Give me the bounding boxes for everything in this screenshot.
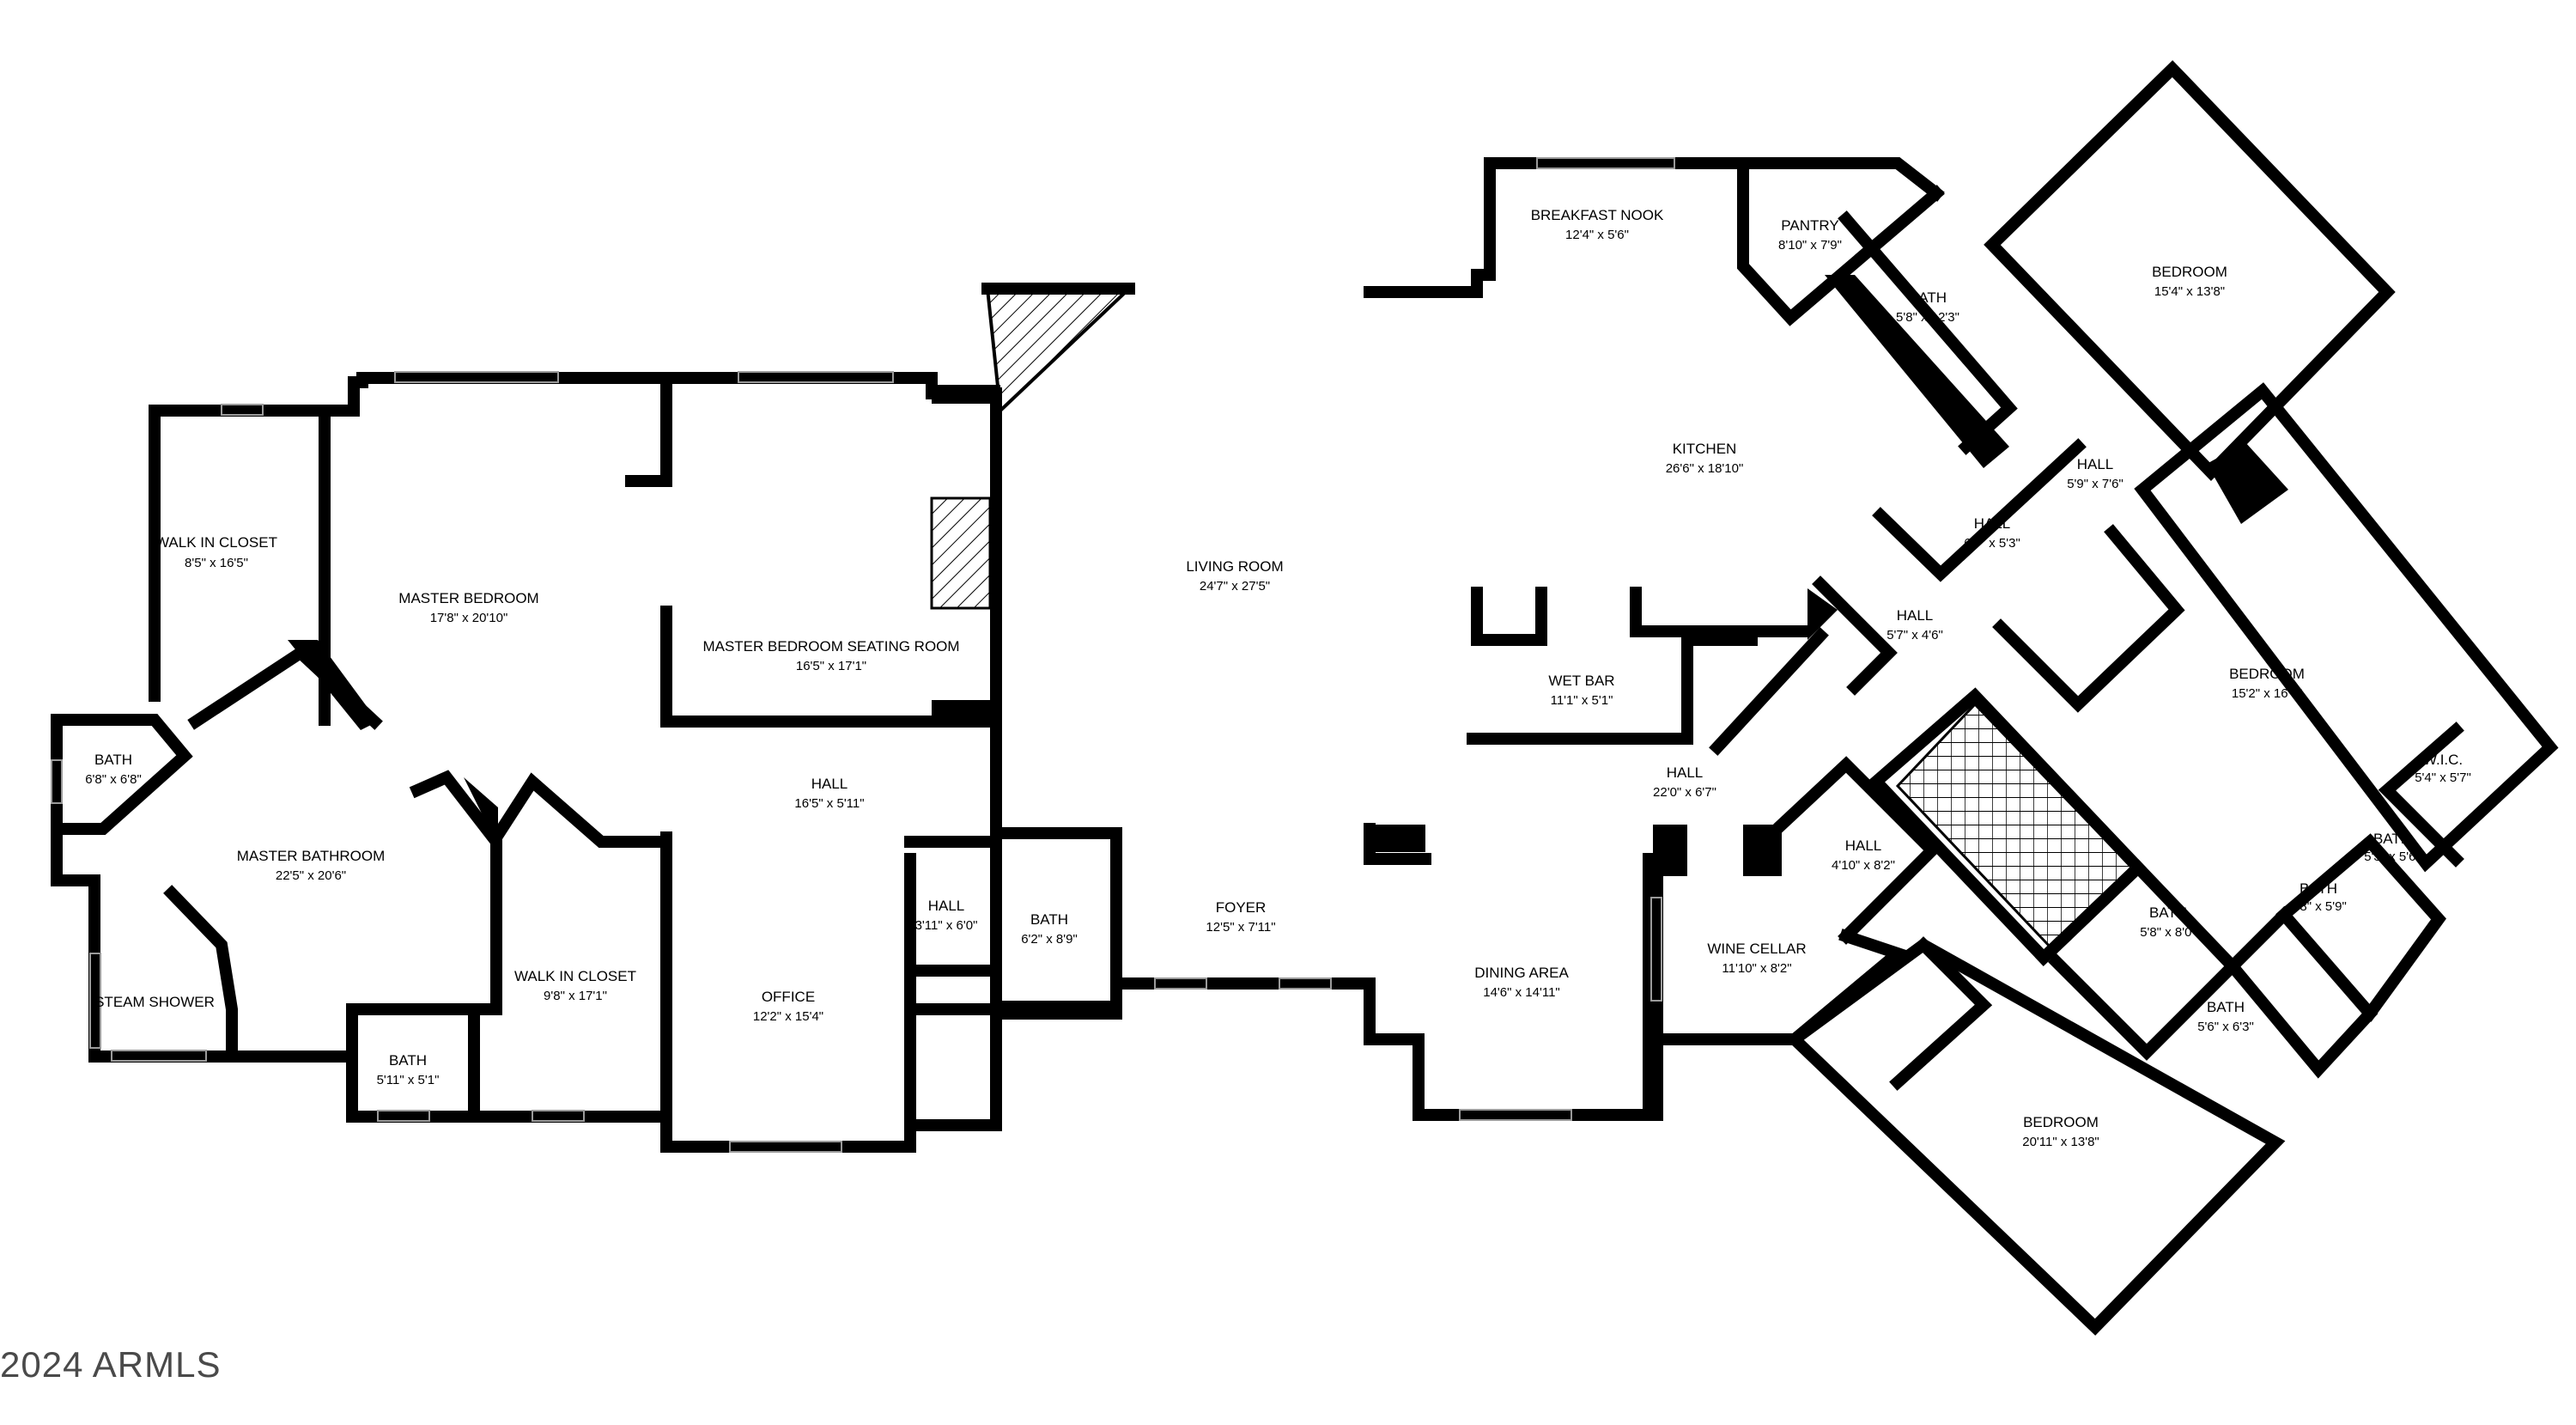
room-dims: 22'5" x 20'6" [276, 868, 346, 883]
room-name: W.I.C. [2423, 752, 2463, 768]
center-walls [1110, 157, 1945, 1121]
room-name: LIVING ROOM [1186, 558, 1283, 575]
room-name: BATH [2300, 880, 2337, 897]
room-name: PANTRY [1781, 217, 1838, 234]
room-name: BATH [1030, 911, 1068, 928]
room-dims: 24'7" x 27'5" [1200, 579, 1270, 594]
room-dims: 4'10" x 8'2" [1832, 858, 1895, 873]
room-dims: 17'8" x 20'10" [430, 611, 508, 625]
room-dims: 6'9" x 5'3" [1964, 536, 2020, 551]
copyright-text: 2024 ARMLS [0, 1344, 222, 1385]
room-dims: 16'5" x 5'11" [794, 796, 864, 811]
room-dims: 9'8" x 17'1" [544, 989, 607, 1003]
room-dims: 22'0" x 6'7" [1653, 785, 1716, 800]
room-dims: 15'2" x 16'7" [2232, 686, 2302, 701]
staircase [1895, 702, 2136, 952]
room-dims: 5'6" x 6'3" [2197, 1020, 2254, 1034]
room-dims: 5'4" x 5'7" [2415, 770, 2471, 785]
right-wing-walls [1651, 60, 2559, 1336]
room-name: WET BAR [1548, 673, 1614, 689]
room-name: DINING AREA [1474, 965, 1569, 981]
room-dims: 3'11" x 6'0" [915, 918, 978, 933]
room-dims: 5'7" x 4'6" [1886, 628, 1943, 642]
room-name: WINE CELLAR [1707, 941, 1806, 957]
room-name: BEDROOM [2152, 264, 2227, 280]
room-name: HALL [811, 776, 848, 792]
room-dims: 20'11" x 13'8" [2022, 1135, 2099, 1149]
room-dims: 5'8" x 12'3" [1896, 310, 1959, 325]
room-name: KITCHEN [1673, 441, 1737, 457]
room-dims: 5'3" x 5'6" [2364, 850, 2421, 864]
room-dims: 8'5" x 16'5" [185, 556, 248, 570]
room-name: BEDROOM [2229, 666, 2305, 682]
room-dims: 6'2" x 8'9" [1021, 932, 1078, 947]
room-name: BATH [2207, 999, 2245, 1015]
room-dims: 12'5" x 7'11" [1206, 920, 1275, 935]
room-dims: 14'6" x 14'11" [1483, 985, 1560, 1000]
room-dims: 16'5" x 17'1" [796, 659, 866, 673]
room-name: BATH [2373, 831, 2411, 847]
room-name: BATH [389, 1052, 427, 1069]
room-name: HALL [1974, 515, 2011, 532]
room-dims: 5'8" x 8'0" [2140, 925, 2196, 940]
room-dims: 5'8" x 5'9" [2290, 899, 2347, 914]
room-name: HALL [928, 898, 965, 914]
room-name: BATH [2149, 904, 2187, 921]
room-dims: 11'1" x 5'1" [1551, 693, 1613, 708]
room-dims: 11'10" x 8'2" [1722, 961, 1791, 976]
room-dims: 6'8" x 6'8" [85, 772, 142, 787]
room-dims: 15'4" x 13'8" [2154, 284, 2225, 299]
room-name: HALL [1667, 764, 1704, 781]
room-name: BATH [94, 752, 132, 768]
room-name: HALL [2077, 456, 2114, 472]
room-name: FOYER [1216, 899, 1267, 916]
room-dims: 12'4" x 5'6" [1565, 228, 1629, 242]
room-name: MASTER BATHROOM [237, 848, 386, 864]
room-name: BEDROOM [2023, 1114, 2099, 1130]
room-name: MASTER BEDROOM SEATING ROOM [702, 638, 959, 655]
room-name: STEAM SHOWER [94, 994, 215, 1010]
fireplace-seating [930, 496, 992, 610]
room-labels: WALK IN CLOSET 8'5" x 16'5" MASTER BEDRO… [85, 207, 2471, 1149]
windows [51, 157, 1675, 1153]
room-dims: 26'6" x 18'10" [1666, 461, 1744, 476]
room-name: HALL [1845, 837, 1882, 854]
room-name: BATH [1909, 289, 1947, 306]
room-dims: 12'2" x 15'4" [753, 1009, 823, 1024]
room-name: WALK IN CLOSET [514, 968, 636, 984]
room-dims: 8'10" x 7'9" [1778, 238, 1842, 253]
room-name: BREAKFAST NOOK [1531, 207, 1664, 223]
room-dims: 5'9" x 7'6" [2067, 477, 2123, 491]
room-name: HALL [1897, 607, 1934, 624]
room-name: OFFICE [762, 989, 815, 1005]
room-name: MASTER BEDROOM [398, 590, 538, 606]
fireplace-top [985, 287, 1134, 415]
room-dims: 5'11" x 5'1" [377, 1073, 440, 1087]
room-name: WALK IN CLOSET [155, 534, 277, 551]
